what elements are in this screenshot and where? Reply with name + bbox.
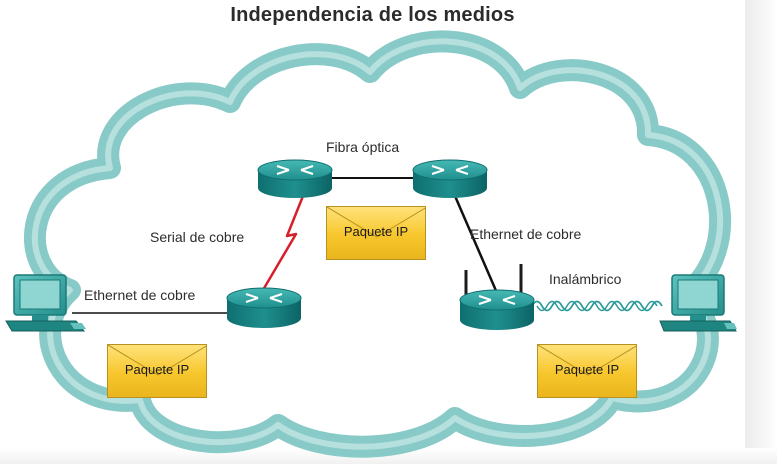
serial-link <box>261 195 305 291</box>
envelope-icon: Paquete IP <box>326 206 426 260</box>
slide-edge <box>745 0 777 464</box>
packet-label-left: Paquete IP <box>124 362 190 377</box>
envelope-icon: Paquete IP <box>537 344 637 398</box>
computer-icon <box>5 274 86 332</box>
router-icon <box>226 287 302 328</box>
router-icon <box>257 159 333 198</box>
wireless-router-icon <box>459 264 535 330</box>
envelope-icon: Paquete IP <box>107 344 207 398</box>
wireless-link-wave <box>536 300 658 312</box>
ethernet-right-label: Ethernet de cobre <box>470 226 582 242</box>
wireless-link <box>531 300 663 312</box>
serial-copper-label: Serial de cobre <box>150 229 245 245</box>
computer-icon <box>659 274 737 332</box>
packet-label-right: Paquete IP <box>554 362 620 377</box>
ethernet-left-label: Ethernet de cobre <box>84 287 196 303</box>
fiber-label: Fibra óptica <box>326 139 400 155</box>
ethernet-link-right <box>453 195 499 294</box>
packet-label-center: Paquete IP <box>343 224 409 239</box>
diagram-title: Independencia de los medios <box>230 4 515 26</box>
router-icon <box>412 159 488 198</box>
wireless-label: Inalámbrico <box>549 271 622 287</box>
